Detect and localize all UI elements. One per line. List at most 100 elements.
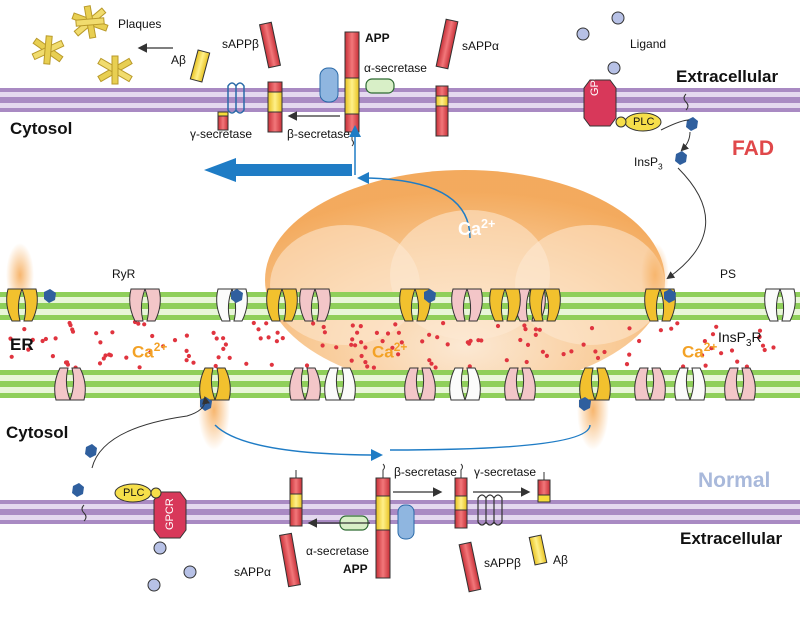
ps-label: PS <box>720 267 737 281</box>
ca-dot <box>533 332 538 337</box>
ca-dot <box>137 365 142 370</box>
cytosol-bottom-label: Cytosol <box>6 423 69 442</box>
ca-dot <box>703 363 708 368</box>
ca-dot <box>221 346 226 351</box>
ca-dot <box>311 321 316 326</box>
ps-channel <box>579 367 611 401</box>
ca-dot <box>445 342 450 347</box>
insp3-molecule <box>424 289 436 303</box>
insp3-molecule <box>72 483 84 497</box>
bottom-ligands <box>147 541 197 592</box>
insp3-molecule <box>231 289 243 303</box>
abeta-bottom-label: Aβ <box>553 553 568 567</box>
ca-dot <box>8 336 13 341</box>
ca-dot <box>593 349 598 354</box>
ca-dot <box>148 350 153 355</box>
sappb-top-label: sAPPβ <box>222 37 259 51</box>
ps-channel <box>489 288 521 322</box>
ca-dot <box>70 329 76 334</box>
sappb-fragment <box>258 21 282 69</box>
ca-dot <box>172 338 178 343</box>
ryr-label: RyR <box>112 267 136 281</box>
ca-dot <box>658 328 664 333</box>
ca-dot <box>710 332 716 337</box>
ca-dot <box>420 339 425 344</box>
insp3-top-label: InsP3 <box>634 155 663 172</box>
ryr-channel <box>451 288 483 322</box>
insp3-molecule <box>44 289 56 303</box>
top-gpcr <box>583 79 617 127</box>
ca-dot <box>467 364 472 369</box>
ca-dot <box>762 347 767 353</box>
insp3-molecule <box>686 117 698 131</box>
app-full-top <box>344 31 360 147</box>
ca-dot <box>359 340 364 345</box>
alpha-secretase-top-label: α-secretase <box>364 61 427 75</box>
ryr-channel <box>54 367 86 401</box>
insp3r-label: InsP3R <box>718 329 762 349</box>
sappb-bottom-label: sAPPβ <box>484 556 521 570</box>
ca-dot <box>669 326 674 331</box>
ca-dot <box>729 348 735 353</box>
insp3r-channel <box>449 367 481 401</box>
alpha-secretase-enzyme <box>365 78 395 94</box>
insp3-molecule <box>85 444 97 458</box>
ca-dot <box>433 365 438 370</box>
normal-label: Normal <box>698 469 771 492</box>
abeta-top-label: Aβ <box>171 53 186 67</box>
ca-dot <box>349 358 354 363</box>
ca-dot <box>540 349 546 354</box>
ca-dot <box>350 337 355 342</box>
gpcr-bottom-label: GPCR <box>164 498 176 530</box>
ps-channel <box>199 367 231 401</box>
ca-dot <box>537 327 542 332</box>
ca-er-mid-label: Ca2+ <box>372 340 408 362</box>
ca-dot <box>675 321 680 326</box>
ca-dot <box>213 363 218 369</box>
ca-dot <box>211 330 216 335</box>
ca-dot <box>244 361 249 366</box>
insp3r-channel <box>674 367 706 401</box>
gamma-secretase-bottom-label: γ-secretase <box>474 465 537 479</box>
ca-dot <box>63 360 69 365</box>
ca-dot <box>221 336 226 341</box>
ca-dot <box>320 343 325 348</box>
plaque-aggregates <box>31 5 133 85</box>
ps-channel <box>6 288 38 322</box>
gpcr-top-label: GPCR <box>589 64 601 96</box>
ca-dot <box>427 358 432 363</box>
flow-arrow <box>204 158 352 182</box>
ryr-channel <box>129 288 161 322</box>
ca-dot <box>353 343 358 348</box>
ca-dot <box>258 336 263 341</box>
ca-dot <box>523 327 528 332</box>
ca-dot <box>561 352 566 357</box>
ca-dot <box>227 355 232 360</box>
ca-dot <box>435 335 440 340</box>
ca-dot <box>524 359 529 365</box>
ca-dot <box>322 330 327 335</box>
ca-dot <box>476 338 481 343</box>
ca-dot <box>399 340 404 345</box>
calcium-release-cloud <box>265 170 665 390</box>
ca-dot <box>719 351 724 356</box>
ryr-channel <box>299 288 331 322</box>
ca-dot <box>191 360 196 365</box>
sappa-bottom-label: sAPPα <box>234 565 271 579</box>
ca-dot <box>709 346 714 351</box>
ca-dot <box>214 336 219 341</box>
ca-dot <box>602 349 607 355</box>
ca-dot <box>544 353 550 358</box>
ca-dot <box>702 339 708 344</box>
ca-dot <box>429 361 434 366</box>
ca-dot <box>627 352 632 357</box>
ca-dot <box>53 336 58 341</box>
ca-dot <box>374 330 379 335</box>
secretase-capsule <box>319 67 339 103</box>
ca-dot <box>533 327 539 332</box>
insp3r-channel <box>764 288 796 322</box>
ca-dot <box>581 342 586 347</box>
insp3-molecule <box>664 289 676 303</box>
ca-dot <box>184 333 189 338</box>
